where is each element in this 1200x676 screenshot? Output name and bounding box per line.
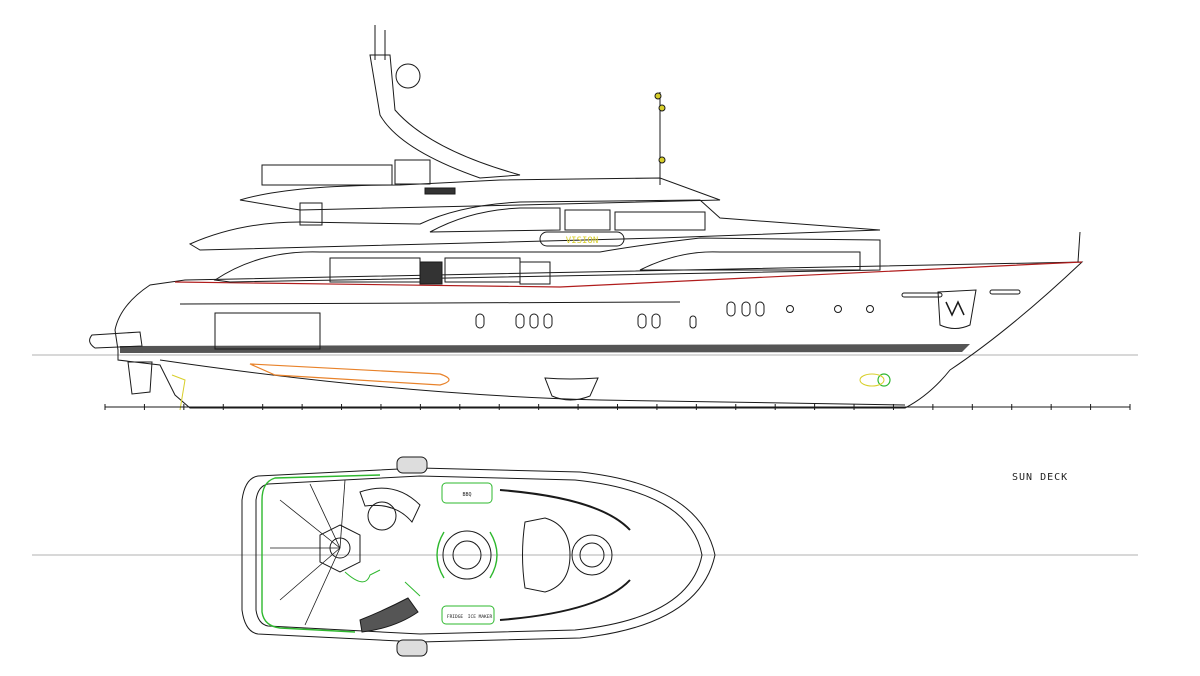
bridge-window bbox=[424, 187, 456, 195]
main-deck-superstructure bbox=[213, 237, 881, 283]
hull-vent bbox=[989, 289, 1021, 295]
aft-seating bbox=[261, 474, 381, 633]
tender-bottom bbox=[396, 639, 428, 657]
hull-portholes bbox=[475, 301, 874, 329]
bar-stools-left bbox=[436, 531, 445, 579]
bar-stools-right bbox=[489, 531, 498, 579]
fridge-label: FRIDGE bbox=[447, 614, 464, 620]
main-deck-windows bbox=[329, 251, 861, 285]
round-table bbox=[367, 501, 397, 531]
jacuzzi-steps bbox=[344, 569, 381, 583]
bbq-label: BBQ bbox=[462, 492, 471, 498]
bridge-deck-superstructure bbox=[239, 177, 721, 211]
satellite-dome bbox=[395, 63, 421, 89]
mast-light bbox=[654, 92, 662, 100]
sun-deck-railing bbox=[261, 164, 393, 186]
bow-thruster bbox=[877, 373, 891, 387]
stair-handrail bbox=[404, 581, 421, 597]
upper-deck-superstructure bbox=[188, 199, 881, 251]
fridge-counter bbox=[441, 605, 495, 625]
station-ticks bbox=[104, 404, 1131, 410]
helm-station bbox=[394, 159, 431, 185]
sun-deck-plan-view: BBQ FRIDGE ICE MAKER bbox=[32, 456, 1138, 657]
hull-outline bbox=[114, 261, 1084, 409]
deck-title: SUN DECK bbox=[1012, 472, 1069, 483]
round-sunbed bbox=[571, 534, 613, 576]
stabilizer-outline bbox=[249, 363, 450, 386]
bbq-counter bbox=[441, 482, 493, 504]
vessel-name: VISION bbox=[566, 236, 599, 246]
deck-inner-outline bbox=[255, 475, 703, 635]
anchor-pocket bbox=[937, 289, 977, 329]
round-sunbed-inner bbox=[579, 542, 605, 568]
side-profile-view: VISION bbox=[32, 25, 1138, 411]
hull-door bbox=[214, 312, 321, 350]
deck-planking-rays bbox=[270, 479, 346, 626]
bulwark bbox=[499, 489, 631, 531]
bulwark bbox=[499, 579, 631, 621]
boot-top-band bbox=[120, 344, 970, 353]
sunpad-sofa bbox=[522, 517, 571, 593]
hull-vent bbox=[901, 292, 943, 298]
upper-deck-windows bbox=[299, 202, 706, 233]
skeg bbox=[544, 377, 599, 401]
ice-maker-label: ICE MAKER bbox=[468, 614, 493, 620]
propeller-shaft bbox=[171, 374, 186, 411]
bar-counter bbox=[442, 530, 492, 580]
rudder bbox=[127, 361, 153, 395]
jacuzzi bbox=[319, 524, 361, 573]
keel-line bbox=[159, 359, 906, 406]
jacuzzi-center bbox=[329, 537, 351, 559]
swim-platform bbox=[89, 331, 143, 349]
bar-sink bbox=[452, 540, 482, 570]
mast-light bbox=[658, 104, 666, 112]
deck-outline bbox=[241, 467, 716, 643]
rub-rail bbox=[179, 301, 681, 305]
bow-staff bbox=[1077, 231, 1081, 263]
tender-top bbox=[396, 456, 428, 474]
mast-light bbox=[658, 156, 666, 164]
spiral-staircase bbox=[359, 597, 419, 633]
anchor-icon bbox=[945, 300, 965, 317]
radar-arch bbox=[369, 54, 521, 179]
curved-sofa bbox=[359, 487, 421, 523]
sheer-line bbox=[174, 261, 1083, 288]
thruster-outline bbox=[859, 373, 885, 387]
